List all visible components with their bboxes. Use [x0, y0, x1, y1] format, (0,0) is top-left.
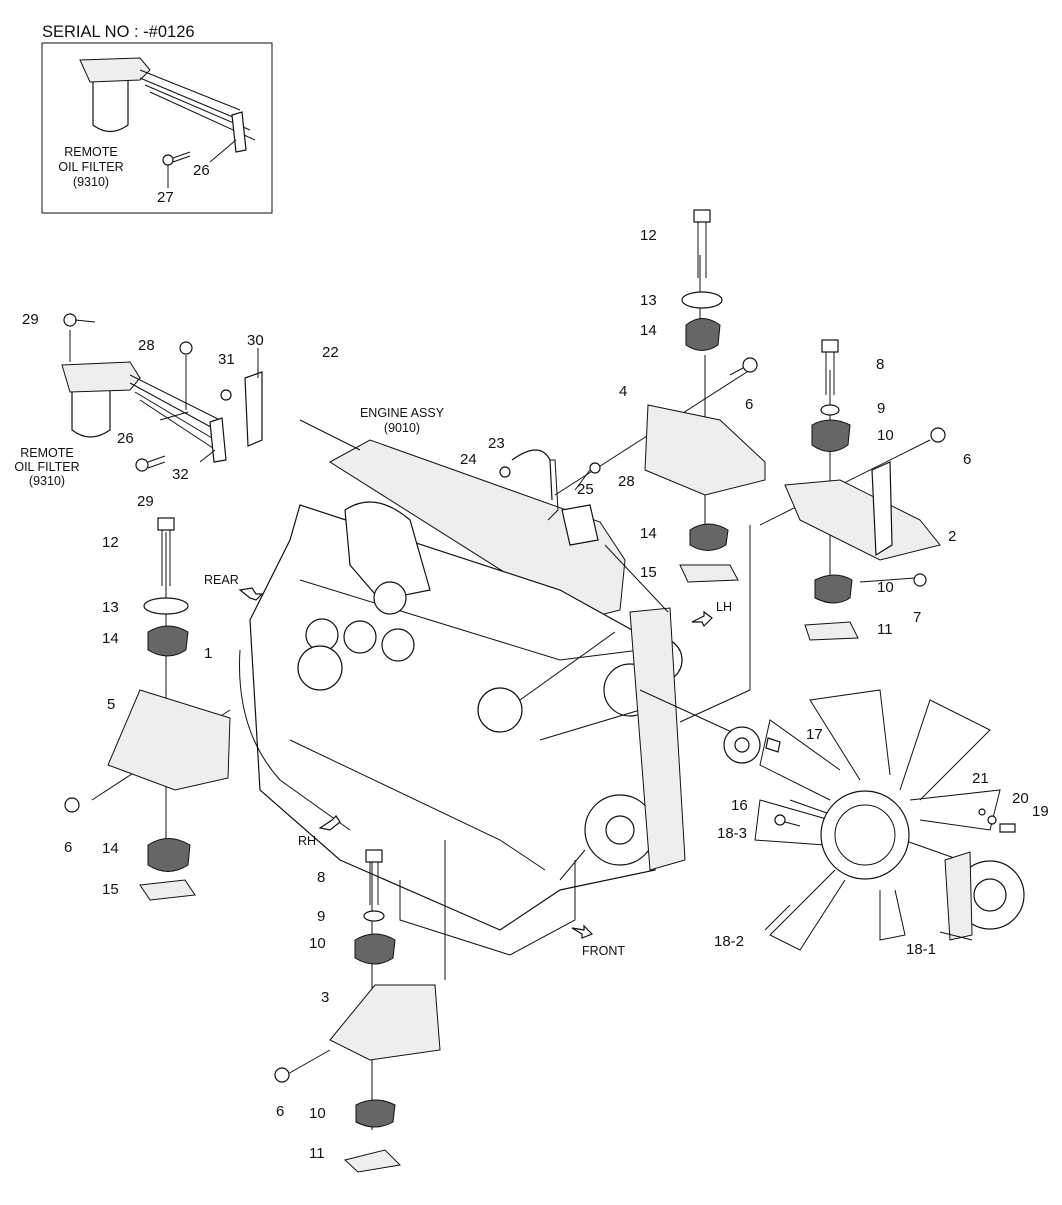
callout-12-left: 12: [102, 534, 119, 551]
callout-11-right: 11: [877, 621, 893, 638]
callout-6-left: 6: [64, 839, 73, 856]
inset-remote-filter-label-line3: (9310): [72, 175, 110, 189]
direction-arrows: [238, 587, 713, 939]
cooling-fan-assembly: [723, 689, 1025, 951]
callout-14-left-upper: 14: [102, 630, 119, 647]
serial-number-label: SERIAL NO : -#0126: [42, 23, 195, 41]
callout-14-right-upper: 14: [640, 322, 657, 339]
callout-6-right-rear: 6: [745, 396, 754, 413]
callout-26: 26: [117, 430, 134, 447]
callout-32: 32: [172, 466, 189, 483]
callout-18-1: 18-1: [906, 941, 937, 958]
callout-30: 30: [247, 332, 264, 349]
callout-15-left: 15: [102, 881, 119, 898]
callout-18-3: 18-3: [717, 825, 748, 842]
front-direction-label: FRONT: [582, 944, 626, 958]
callout-9-right: 9: [877, 400, 886, 417]
right-rear-mount: [499, 209, 766, 583]
callout-23: 23: [488, 435, 505, 452]
callout-18-2: 18-2: [714, 933, 745, 950]
callout-13-left: 13: [102, 599, 119, 616]
callout-26-inset: 26: [193, 162, 210, 179]
remote-oil-filter-assembly: [61, 313, 263, 472]
engine-assembly-drawing: [239, 439, 686, 956]
remote-filter-label-line1: REMOTE: [20, 446, 74, 460]
callout-4: 4: [619, 383, 628, 400]
callout-14-right-lower: 14: [640, 525, 657, 542]
callout-10-right-lower: 10: [877, 579, 894, 596]
callout-2: 2: [948, 528, 957, 545]
callout-1: 1: [204, 645, 213, 662]
rear-direction-label: REAR: [204, 573, 239, 587]
callout-16: 16: [731, 797, 748, 814]
callout-27: 27: [157, 189, 174, 206]
callout-28-left: 28: [138, 337, 155, 354]
callout-8-bottom: 8: [317, 869, 326, 886]
callout-20: 20: [1012, 790, 1029, 807]
callout-19: 19: [1032, 803, 1049, 820]
callout-25: 25: [577, 481, 594, 498]
engine-assy-label-line2: (9010): [383, 421, 421, 435]
callout-24: 24: [460, 451, 477, 468]
callout-7: 7: [913, 609, 922, 626]
right-front-mount: [784, 339, 946, 641]
callout-12-right: 12: [640, 227, 657, 244]
left-rear-mount: [64, 517, 231, 901]
callout-14-left-lower: 14: [102, 840, 119, 857]
inset-remote-filter: [79, 57, 256, 188]
callout-21: 21: [972, 770, 989, 787]
callout-10-right-upper: 10: [877, 427, 894, 444]
inset-remote-filter-label-line1: REMOTE: [64, 145, 118, 159]
callout-22: 22: [322, 344, 339, 361]
callout-29-top: 29: [22, 311, 39, 328]
inset-remote-filter-label-line2: OIL FILTER: [58, 160, 124, 174]
callout-13-right: 13: [640, 292, 657, 309]
remote-filter-label-line3: (9310): [28, 474, 66, 488]
callout-10-bottom-upper: 10: [309, 935, 326, 952]
remote-filter-label-line2: OIL FILTER: [14, 460, 80, 474]
callout-5: 5: [107, 696, 116, 713]
callout-3: 3: [321, 989, 330, 1006]
lh-direction-label: LH: [716, 600, 732, 614]
callout-9-bottom: 9: [317, 908, 326, 925]
callout-17: 17: [806, 726, 823, 743]
callout-10-bottom-lower: 10: [309, 1105, 326, 1122]
callout-28-right: 28: [618, 473, 635, 490]
callout-6-bottom: 6: [276, 1103, 285, 1120]
callout-6-right-front: 6: [963, 451, 972, 468]
front-bottom-mount: [274, 849, 441, 1173]
callout-8-right: 8: [876, 356, 885, 373]
inset-frame: [41, 42, 273, 214]
engine-assy-label-line1: ENGINE ASSY: [359, 406, 445, 420]
callout-15-right: 15: [640, 564, 657, 581]
callout-31: 31: [218, 351, 235, 368]
callout-11-bottom: 11: [309, 1145, 325, 1162]
rh-direction-label: RH: [298, 834, 317, 848]
callout-29-bottom: 29: [137, 493, 154, 510]
